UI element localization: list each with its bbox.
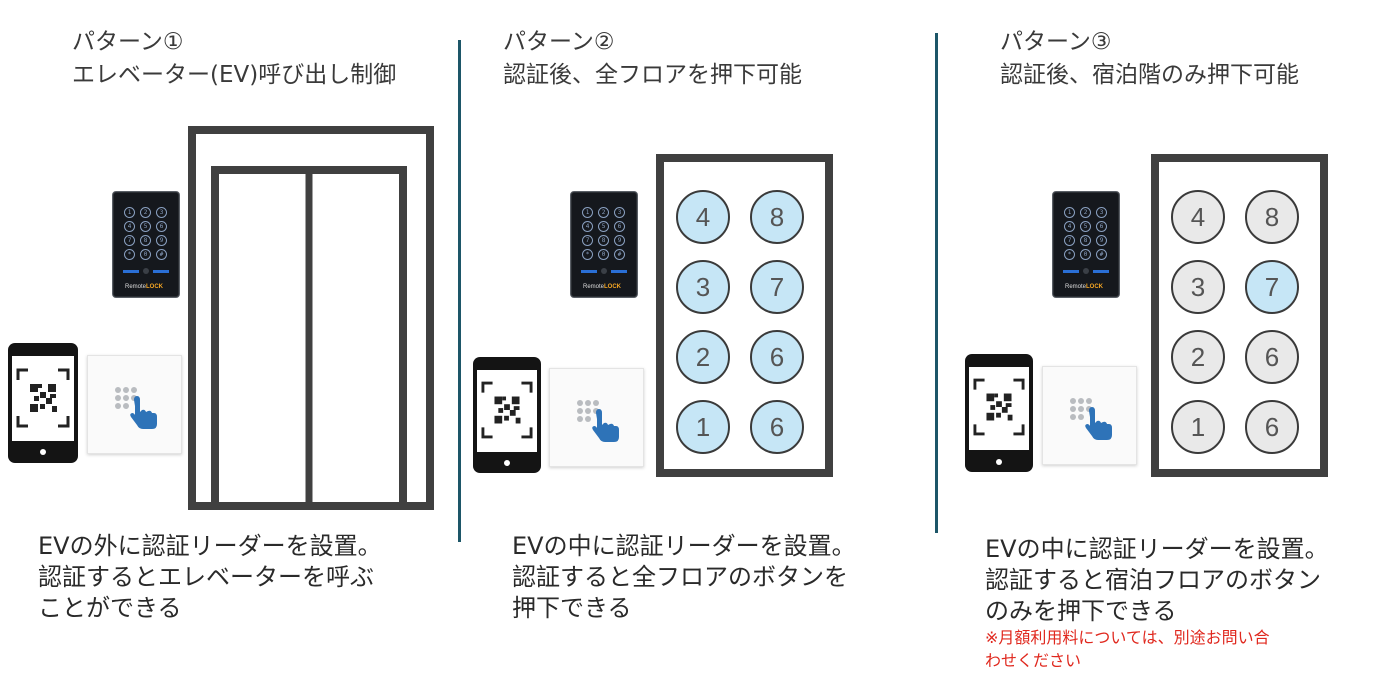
keypad-key: 0 bbox=[598, 249, 609, 260]
floor-button-4[interactable]: 4 bbox=[676, 190, 730, 244]
keypad-key: 6 bbox=[156, 221, 167, 232]
qr-code-icon bbox=[481, 381, 533, 439]
pattern-2-desc-line1: EVの中に認証リーダーを設置。 bbox=[512, 532, 856, 560]
pattern-3-desc-line1: EVの中に認証リーダーを設置。 bbox=[985, 535, 1329, 563]
floor-button-1[interactable]: 1 bbox=[1171, 400, 1225, 454]
keypad-key: 1 bbox=[582, 207, 593, 218]
divider-left bbox=[458, 40, 461, 542]
keypad-key: 5 bbox=[1080, 221, 1091, 232]
smartphone-qr-icon bbox=[473, 357, 541, 473]
keypad-key: 2 bbox=[1080, 207, 1091, 218]
divider-right bbox=[935, 33, 938, 533]
elevator-door-icon bbox=[188, 126, 434, 510]
keypad-key: 4 bbox=[1064, 221, 1075, 232]
keypad-brand: RemoteLOCK bbox=[125, 284, 164, 290]
keypad-key: * bbox=[124, 249, 135, 260]
floor-button-4[interactable]: 4 bbox=[1171, 190, 1225, 244]
floor-button-6[interactable]: 6 bbox=[1245, 330, 1299, 384]
floor-button-3[interactable]: 3 bbox=[676, 260, 730, 314]
touch-keypad-icon bbox=[549, 368, 644, 467]
floor-button-2[interactable]: 2 bbox=[676, 330, 730, 384]
keypad-key: 3 bbox=[156, 207, 167, 218]
floor-button-1[interactable]: 1 bbox=[676, 400, 730, 454]
keypad-key: 1 bbox=[124, 207, 135, 218]
pattern-2-title-line2: 認証後、全フロアを押下可能 bbox=[503, 62, 802, 88]
pattern-3-title-line1: パターン③ bbox=[1000, 29, 1112, 55]
keypad-key: 0 bbox=[1080, 249, 1091, 260]
floor-button-7[interactable]: 7 bbox=[750, 260, 804, 314]
qr-code-icon bbox=[16, 368, 70, 428]
keypad-key: 0 bbox=[140, 249, 151, 260]
keypad-key: 3 bbox=[1096, 207, 1107, 218]
keypad-key: 3 bbox=[614, 207, 625, 218]
pattern-3-note-line1: ※月額利用料については、別途お問い合 bbox=[985, 628, 1270, 647]
floor-button-8[interactable]: 8 bbox=[750, 190, 804, 244]
qr-code-icon bbox=[973, 378, 1025, 436]
keypad-key: 9 bbox=[156, 235, 167, 246]
keypad-key: * bbox=[1064, 249, 1075, 260]
keypad-brand: RemoteLOCK bbox=[583, 284, 622, 290]
keypad-key: 7 bbox=[582, 235, 593, 246]
keypad-key: 8 bbox=[598, 235, 609, 246]
keypad-key: 7 bbox=[124, 235, 135, 246]
keypad-key: 5 bbox=[598, 221, 609, 232]
pattern-2-title-line1: パターン② bbox=[503, 29, 615, 55]
pattern-3-desc-line3: のみを押下できる bbox=[985, 597, 1177, 625]
floor-button-6[interactable]: 6 bbox=[1245, 400, 1299, 454]
hand-pointer-icon bbox=[115, 387, 157, 429]
pattern-1-desc-line1: EVの外に認証リーダーを設置。 bbox=[38, 532, 382, 560]
keypad-key: 4 bbox=[582, 221, 593, 232]
hand-pointer-icon bbox=[577, 400, 619, 442]
pattern-1-desc-line2: 認証するとエレベーターを呼ぶ bbox=[38, 563, 374, 591]
keypad-brand: RemoteLOCK bbox=[1065, 284, 1104, 290]
keypad-key: 8 bbox=[140, 235, 151, 246]
keypad-key: 7 bbox=[1064, 235, 1075, 246]
pattern-3-desc-line2: 認証すると宿泊フロアのボタン bbox=[985, 566, 1321, 594]
smartphone-qr-icon bbox=[965, 354, 1033, 472]
keypad-key: 4 bbox=[124, 221, 135, 232]
floor-button-6[interactable]: 6 bbox=[750, 330, 804, 384]
keypad-key: # bbox=[614, 249, 625, 260]
floor-button-6[interactable]: 6 bbox=[750, 400, 804, 454]
hand-pointer-icon bbox=[1070, 398, 1112, 440]
keypad-key: 9 bbox=[1096, 235, 1107, 246]
floor-button-8[interactable]: 8 bbox=[1245, 190, 1299, 244]
keypad-key: 6 bbox=[614, 221, 625, 232]
keypad-key: 8 bbox=[1080, 235, 1091, 246]
pattern-3-note-line2: わせください bbox=[985, 651, 1082, 670]
floor-button-7[interactable]: 7 bbox=[1245, 260, 1299, 314]
touch-keypad-icon bbox=[87, 355, 182, 454]
keypad-key: 9 bbox=[614, 235, 625, 246]
floor-button-3[interactable]: 3 bbox=[1171, 260, 1225, 314]
pattern-3-title-line2: 認証後、宿泊階のみ押下可能 bbox=[1000, 62, 1299, 88]
pattern-2-desc-line3: 押下できる bbox=[512, 594, 632, 622]
pattern-2-desc-line2: 認証すると全フロアのボタンを bbox=[512, 563, 848, 591]
keypad-key: # bbox=[1096, 249, 1107, 260]
pattern-1-desc-line3: ことができる bbox=[38, 594, 182, 622]
keypad-key: 6 bbox=[1096, 221, 1107, 232]
keypad-key: 5 bbox=[140, 221, 151, 232]
smartphone-qr-icon bbox=[8, 343, 78, 463]
keypad-key: 2 bbox=[598, 207, 609, 218]
keypad-key: # bbox=[156, 249, 167, 260]
keypad-key: 1 bbox=[1064, 207, 1075, 218]
pattern-1-title-line2: エレベーター(EV)呼び出し制御 bbox=[72, 62, 397, 88]
keypad-key: 2 bbox=[140, 207, 151, 218]
floor-button-2[interactable]: 2 bbox=[1171, 330, 1225, 384]
touch-keypad-icon bbox=[1042, 366, 1137, 465]
pattern-1-title-line1: パターン① bbox=[72, 29, 184, 55]
keypad-key: * bbox=[582, 249, 593, 260]
